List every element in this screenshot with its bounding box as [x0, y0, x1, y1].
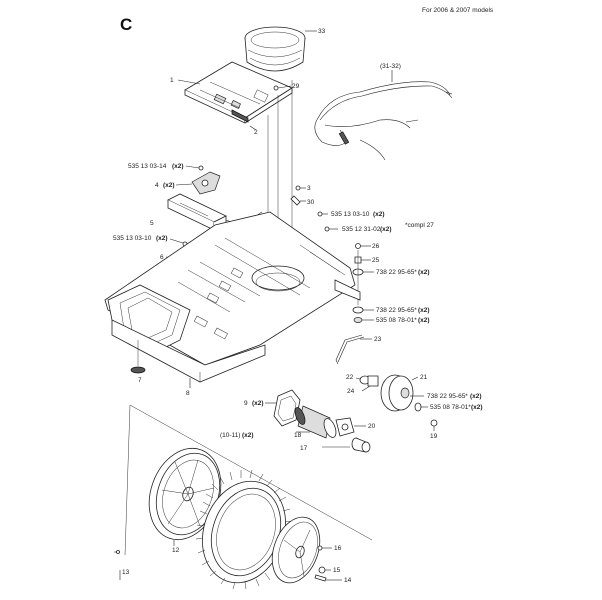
label-washer-a: 535 08 78-01* — [376, 317, 417, 324]
label-26: 26 — [372, 243, 380, 250]
section-letter: C — [120, 15, 132, 34]
part-33-drum — [244, 26, 317, 72]
label-10-11: (10-11) — [220, 432, 240, 439]
part-13-tire — [119, 469, 293, 590]
label-7: 7 — [138, 377, 142, 384]
label-30: 30 — [307, 199, 315, 206]
label-screw-c: 535 13 03-10 — [331, 211, 370, 218]
label-bearing-c: 738 22 95-65* — [427, 393, 468, 400]
model-note: For 2006 & 2007 models — [422, 7, 494, 14]
label-16: 16 — [334, 545, 342, 552]
label-5: 5 — [150, 220, 154, 227]
label-2: 2 — [254, 129, 258, 136]
label-15: 15 — [333, 567, 341, 574]
label-9: 9 — [244, 400, 248, 407]
part-1-circuit-board — [177, 61, 293, 124]
label-20: 20 — [368, 423, 376, 430]
label-compl: *compl 27 — [405, 222, 434, 229]
part-18-motor — [294, 405, 337, 439]
label-18: 18 — [294, 432, 302, 439]
part-12-wheel-rim — [148, 447, 222, 546]
label-8: 8 — [186, 390, 190, 397]
chassis-body — [104, 211, 361, 383]
label-washer-b: 535 08 78-01* — [430, 404, 471, 411]
part-23-axle — [335, 334, 372, 365]
label-24: 24 — [347, 388, 355, 395]
label-21: 21 — [420, 374, 428, 381]
label-4-qty: (x2) — [163, 182, 175, 189]
label-17: 17 — [300, 445, 308, 452]
label-bearing-a: 738 22 95-65* — [376, 269, 417, 276]
label-washer-a-qty: (x2) — [418, 317, 430, 324]
part-5-battery — [167, 193, 263, 231]
label-screw-c-qty: (x2) — [373, 211, 385, 218]
part-4-bracket — [191, 171, 221, 195]
label-bearing-b: 738 22 95-65* — [376, 307, 417, 314]
label-22: 22 — [346, 374, 354, 381]
label-31-32: (31-32) — [380, 63, 401, 70]
label-washer-b-qty: (x2) — [471, 404, 483, 411]
label-4: 4 — [155, 182, 159, 189]
label-screw-d-qty: (x2) — [380, 226, 392, 233]
label-screw-b-qty: (x2) — [156, 235, 168, 242]
label-33: 33 — [318, 28, 326, 35]
label-bearing-c-qty: (x2) — [470, 393, 482, 400]
label-screw-d: 535 12 31-02 — [342, 226, 381, 233]
label-1: 1 — [170, 77, 174, 84]
label-screw-a-qty: (x2) — [172, 163, 184, 170]
part-9-gasket — [273, 389, 301, 427]
label-25: 25 — [372, 257, 380, 264]
part-21-front-wheel — [380, 374, 419, 412]
label-19: 19 — [430, 433, 438, 440]
label-14: 14 — [344, 577, 352, 584]
label-13: 13 — [122, 569, 130, 576]
part-16-hub-cap — [271, 516, 332, 584]
label-3: 3 — [307, 185, 311, 192]
part-31-32-wire-harness — [314, 70, 453, 161]
label-10-11-qty: (x2) — [242, 432, 254, 439]
label-12: 12 — [172, 547, 180, 554]
label-bearing-b-qty: (x2) — [418, 307, 430, 314]
part-17-gear — [322, 437, 371, 453]
label-bearing-a-qty: (x2) — [418, 269, 430, 276]
label-23: 23 — [374, 336, 382, 343]
label-screw-a: 535 13 03-14 — [128, 163, 167, 170]
label-screw-b: 535 13 03-10 — [113, 235, 152, 242]
label-6: 6 — [160, 254, 164, 261]
label-9-qty: (x2) — [252, 400, 264, 407]
label-29: 29 — [292, 83, 300, 90]
